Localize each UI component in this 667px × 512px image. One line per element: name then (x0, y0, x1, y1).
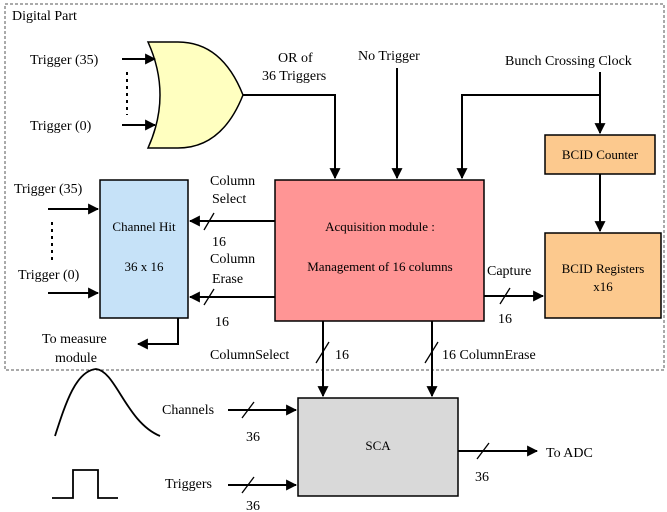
or-output-label-line2: 36 Triggers (262, 69, 326, 84)
no-trigger-label: No Trigger (358, 49, 420, 64)
sca-channels-label: Channels (162, 403, 214, 418)
sca-channels-slash (241, 401, 255, 419)
bcid-counter-label: BCID Counter (562, 147, 639, 162)
bcid-registers-title: BCID Registers (562, 261, 645, 276)
column-select-label-line1: Column (210, 174, 255, 189)
column-erase-bus-width: 16 (215, 315, 229, 330)
bcid-registers-block (544, 232, 662, 319)
digital-part-region (4, 3, 665, 371)
sca-triggers-label: Triggers (165, 477, 212, 492)
sca-channels-bus-width: 36 (246, 430, 260, 445)
acquisition-module-block (274, 179, 485, 322)
channel-hit-title: Channel Hit (112, 219, 176, 234)
capture-bus-slash (499, 287, 511, 305)
or-input-trigger-35-label: Trigger (35) (30, 53, 99, 68)
column-erase-label-line1: Column (210, 252, 255, 267)
column-select-label-line2: Select (212, 192, 246, 207)
sca-block (297, 397, 459, 497)
to-measure-arrow (136, 318, 179, 350)
bunch-crossing-clock-label: Bunch Crossing Clock (505, 54, 632, 69)
bcid-registers-count: x16 (593, 279, 613, 294)
digital-part-label: Digital Part (12, 9, 77, 24)
acquisition-subtitle: Management of 16 columns (307, 259, 453, 274)
column-select-sca-label: ColumnSelect (210, 348, 289, 363)
acquisition-title: Acquisition module : (325, 219, 435, 234)
to-adc-label: To ADC (546, 446, 593, 461)
column-select-bus-width: 16 (212, 235, 226, 250)
hit-input-trigger-35-label: Trigger (35) (14, 182, 83, 197)
digital-pulse-icon (52, 469, 118, 499)
column-select-sca-slash (315, 341, 330, 364)
sca-title: SCA (365, 438, 391, 453)
bcid-counter-block (544, 134, 656, 175)
sca-triggers-bus-width: 36 (246, 499, 260, 512)
sca-output-slash (476, 442, 490, 460)
or-output-label-line1: OR of (278, 51, 313, 66)
to-measure-label-line1: To measure (42, 332, 107, 347)
capture-bus-width: 16 (498, 312, 512, 327)
column-select-bus-slash (203, 212, 215, 231)
hit-input-trigger-0-label: Trigger (0) (18, 268, 80, 283)
analog-pulse-icon (54, 368, 161, 437)
capture-label: Capture (487, 264, 531, 279)
channel-hit-block (99, 179, 189, 319)
or-input-trigger-0-label: Trigger (0) (30, 119, 92, 134)
column-erase-label-line2: Erase (212, 272, 243, 287)
column-select-sca-bus-width: 16 (335, 348, 349, 363)
sca-output-bus-width: 36 (475, 470, 489, 485)
or-gate (146, 41, 244, 149)
channel-hit-size: 36 x 16 (125, 259, 165, 274)
to-measure-label-line2: module (55, 351, 97, 366)
column-erase-sca-slash (424, 341, 439, 364)
column-erase-sca-label: 16 ColumnErase (442, 348, 536, 363)
column-erase-bus-slash (203, 288, 215, 306)
sca-triggers-slash (241, 476, 255, 494)
clock-to-acquisition-arrow (456, 94, 600, 180)
or-to-acquisition-arrow (243, 94, 341, 180)
